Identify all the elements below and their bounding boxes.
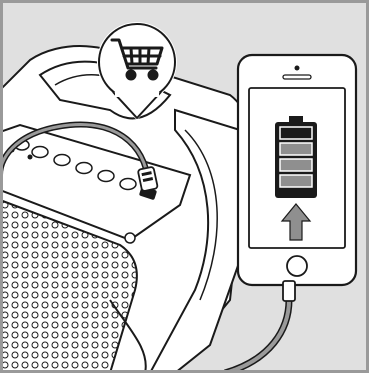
control-button — [120, 179, 136, 190]
control-button — [98, 171, 114, 182]
smartphone — [238, 55, 356, 301]
phone-camera — [295, 66, 300, 71]
led-indicator — [28, 155, 33, 160]
phone-usb-plug — [283, 281, 295, 301]
battery-segment — [280, 159, 312, 171]
battery-segment — [280, 175, 312, 187]
control-button — [32, 147, 48, 158]
phone-home-button — [287, 256, 307, 276]
phone-speaker-slot — [283, 75, 311, 79]
battery-segment — [280, 127, 312, 139]
screw — [125, 233, 135, 243]
usb-plug-icon — [138, 167, 158, 192]
control-button — [54, 155, 70, 166]
battery-segment — [280, 143, 312, 155]
control-button — [76, 163, 92, 174]
battery-charging-icon — [275, 116, 317, 198]
